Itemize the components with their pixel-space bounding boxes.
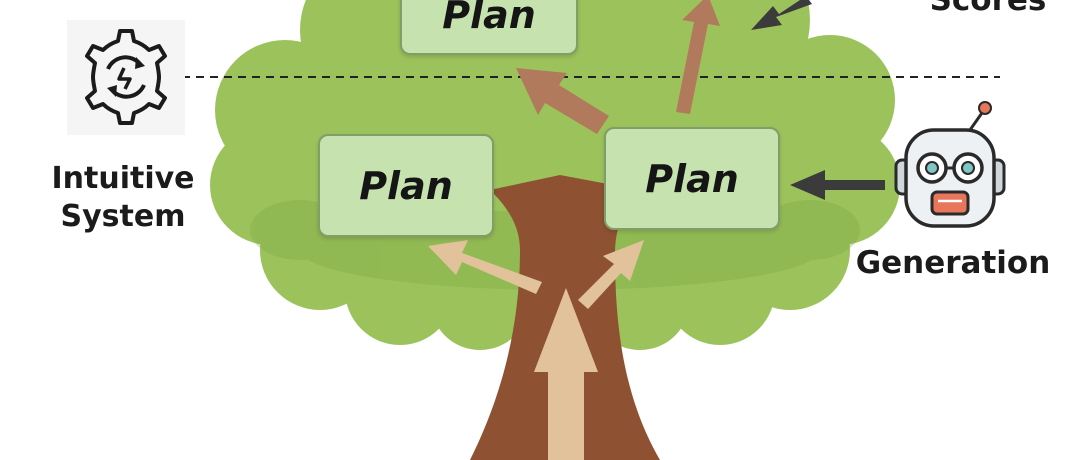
branch-arrow-up-left [516,68,609,134]
scores-arrow [751,0,812,30]
root-arrow-right [578,240,644,309]
input-arrows [751,0,885,200]
scores-label: Scores [929,0,1047,18]
branch-arrow-up [676,0,720,114]
plan-box-right: Plan [604,127,780,230]
intuitive-label-line2: System [60,198,186,234]
root-arrow-left [428,240,542,294]
system-gear-icon [67,20,185,135]
generation-label: Generation [855,245,1051,281]
plan-box-left: Plan [318,134,494,237]
root-arrows [428,240,644,460]
plan-box-top: Plan [400,0,578,55]
robot-head-icon [890,100,1010,230]
intuitive-system-label: Intuitive System [38,160,208,235]
root-arrow-up [534,288,598,460]
intuitive-label-line1: Intuitive [51,161,195,196]
branch-arrows [516,0,720,134]
generation-arrow [790,170,885,200]
